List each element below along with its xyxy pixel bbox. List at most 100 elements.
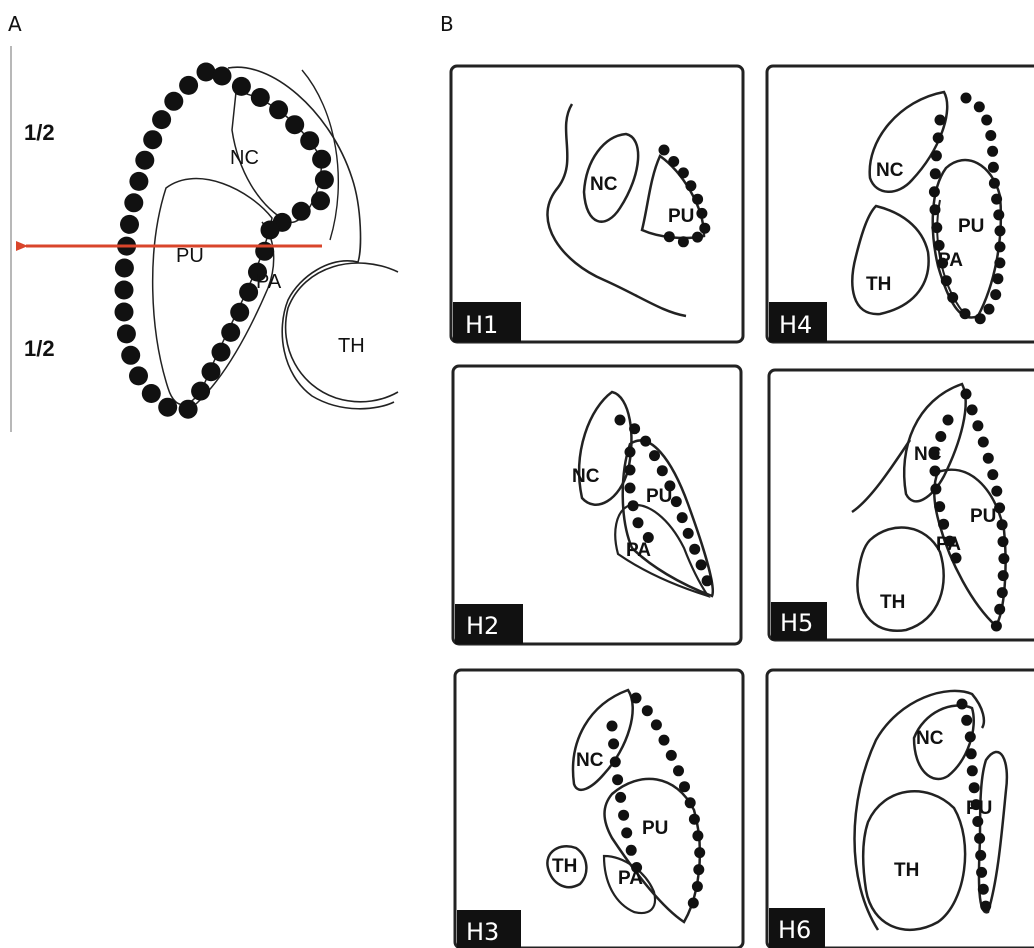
- boundary-dot: [991, 194, 1002, 205]
- h3-panel: NC PU PA TH H3: [455, 670, 743, 948]
- boundary-dot: [961, 389, 972, 400]
- boundary-dot: [969, 782, 980, 793]
- boundary-dot: [618, 810, 629, 821]
- boundary-dot: [930, 484, 941, 495]
- boundary-dot: [179, 76, 198, 95]
- h4-pu-label: PU: [958, 216, 984, 237]
- boundary-dot: [683, 528, 694, 539]
- boundary-dot: [951, 553, 962, 564]
- boundary-dot: [607, 721, 618, 732]
- boundary-dot: [692, 881, 703, 892]
- boundary-dot: [651, 719, 662, 730]
- boundary-dot: [629, 423, 640, 434]
- boundary-dot: [692, 232, 703, 243]
- boundary-dot: [978, 437, 989, 448]
- boundary-dot: [930, 168, 941, 179]
- pa-label: PA: [256, 271, 282, 293]
- boundary-dot: [998, 553, 1009, 564]
- h5-th-label: TH: [880, 592, 905, 613]
- boundary-dot: [129, 366, 148, 385]
- boundary-dot: [628, 500, 639, 511]
- boundary-dot: [212, 343, 231, 362]
- boundary-dot: [678, 236, 689, 247]
- boundary-dot: [981, 115, 992, 126]
- h3-nc-label: NC: [576, 750, 604, 771]
- boundary-dot: [929, 186, 940, 197]
- h4-nc-label: NC: [876, 160, 904, 181]
- boundary-dot: [612, 774, 623, 785]
- boundary-dot: [987, 146, 998, 157]
- boundary-dot: [965, 731, 976, 742]
- boundary-dot: [673, 765, 684, 776]
- boundary-dot: [957, 699, 968, 710]
- boundary-dot: [152, 110, 171, 129]
- boundary-dot: [640, 436, 651, 447]
- h2-pa-label: PA: [626, 540, 651, 561]
- boundary-dot: [679, 781, 690, 792]
- h3-pu-label: PU: [642, 818, 668, 839]
- boundary-dot: [937, 258, 948, 269]
- boundary-dot: [966, 748, 977, 759]
- boundary-dot: [933, 132, 944, 143]
- boundary-dot: [994, 257, 1005, 268]
- boundary-dot: [300, 131, 319, 150]
- h5-panel: NC PU PA TH H5: [769, 370, 1034, 640]
- boundary-dot: [164, 92, 183, 111]
- boundary-dot: [129, 172, 148, 191]
- boundary-dot: [692, 194, 703, 205]
- boundary-dot: [990, 289, 1001, 300]
- boundary-dot: [975, 313, 986, 324]
- boundary-dot: [995, 225, 1006, 236]
- boundary-dot: [694, 847, 705, 858]
- boundary-dot: [115, 259, 134, 278]
- boundary-dot: [960, 308, 971, 319]
- boundary-dot: [642, 705, 653, 716]
- boundary-dot: [158, 398, 177, 417]
- boundary-dot: [685, 797, 696, 808]
- boundary-dot: [197, 63, 216, 82]
- boundary-dot: [702, 575, 713, 586]
- boundary-dot: [213, 67, 232, 86]
- boundary-dot: [997, 587, 1008, 598]
- boundary-dot: [664, 480, 675, 491]
- h4-panel: NC PU PA TH H4: [767, 66, 1034, 342]
- h2-nc-label: NC: [572, 466, 600, 487]
- h6-panel: NC PU TH H6: [767, 670, 1034, 948]
- boundary-dot: [961, 715, 972, 726]
- boundary-dot: [285, 115, 304, 134]
- boundary-dot: [659, 735, 670, 746]
- h1-nc-label: NC: [590, 174, 618, 195]
- h1-tag: H1: [465, 311, 498, 339]
- boundary-dot: [202, 362, 221, 381]
- boundary-dot: [677, 512, 688, 523]
- boundary-dot: [626, 845, 637, 856]
- boundary-dot: [934, 501, 945, 512]
- boundary-dot: [991, 621, 1002, 632]
- boundary-dot: [135, 151, 154, 170]
- boundary-dot: [943, 415, 954, 426]
- boundary-dot: [997, 519, 1008, 530]
- boundary-dot: [930, 204, 941, 215]
- boundary-dot: [980, 901, 991, 912]
- boundary-dot: [689, 544, 700, 555]
- boundary-dot: [991, 486, 1002, 497]
- boundary-dot: [696, 208, 707, 219]
- boundary-dot: [941, 275, 952, 286]
- boundary-dot: [649, 450, 660, 461]
- boundary-dot: [930, 466, 941, 477]
- boundary-dot: [269, 100, 288, 119]
- boundary-dot: [643, 532, 654, 543]
- boundary-dot: [115, 281, 134, 300]
- panel-a-diagram: NC PU PA TH: [11, 46, 398, 432]
- boundary-dot: [664, 231, 675, 242]
- boundary-dot: [985, 130, 996, 141]
- h3-tag: H3: [466, 918, 499, 946]
- boundary-dot: [625, 465, 636, 476]
- boundary-dot: [974, 101, 985, 112]
- h6-th-label: TH: [894, 860, 919, 881]
- boundary-dot: [688, 898, 699, 909]
- nc-label: NC: [230, 147, 259, 169]
- boundary-dot: [961, 93, 972, 104]
- boundary-dot: [971, 799, 982, 810]
